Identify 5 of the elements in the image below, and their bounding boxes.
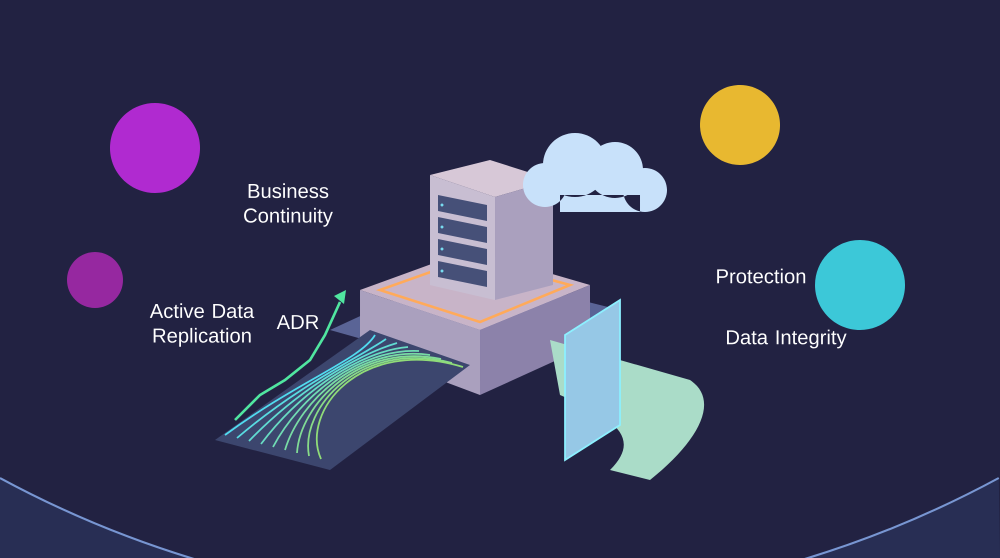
feature-label: ADR (276, 315, 318, 329)
feature-label: Data Integrity (727, 330, 847, 348)
feature-label: Business Continuity (244, 183, 333, 227)
feature-label: Active Data Replication (150, 303, 254, 347)
feature-label: Protection (717, 268, 806, 284)
